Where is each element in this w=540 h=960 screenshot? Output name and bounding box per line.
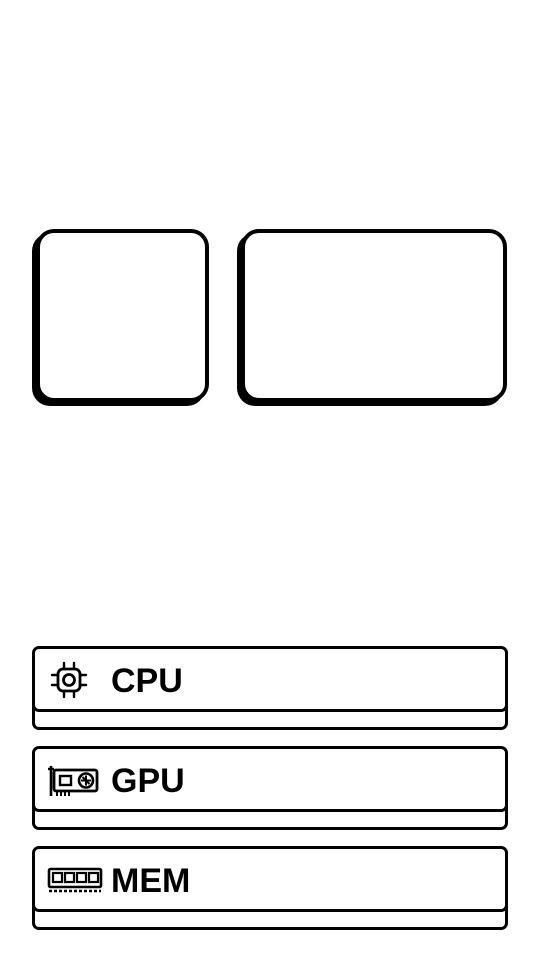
gpu-button-face[interactable]: GPU xyxy=(32,746,508,812)
mem-button[interactable]: MEM xyxy=(32,846,508,930)
left-tile xyxy=(36,229,209,402)
mem-button-face[interactable]: MEM xyxy=(32,846,508,912)
gpu-button-label: GPU xyxy=(111,762,185,800)
right-tile xyxy=(241,229,507,402)
cpu-button[interactable]: CPU xyxy=(32,646,508,730)
cpu-button-label: CPU xyxy=(111,662,183,700)
cpu-chip-icon xyxy=(49,660,89,700)
cpu-button-face[interactable]: CPU xyxy=(32,646,508,712)
memory-module-icon xyxy=(47,860,103,900)
graphics-card-icon xyxy=(47,760,101,800)
mem-button-label: MEM xyxy=(111,862,191,900)
gpu-button[interactable]: GPU xyxy=(32,746,508,830)
